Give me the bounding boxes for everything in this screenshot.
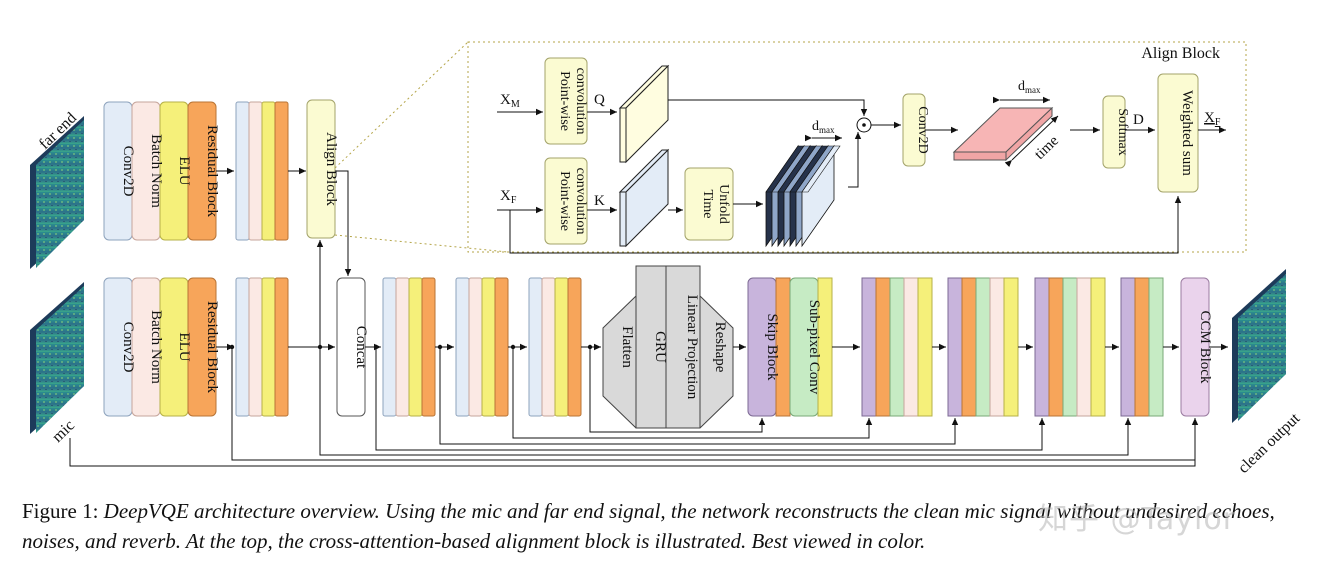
k-tensor	[618, 148, 670, 248]
elu-label: ELU	[176, 332, 192, 361]
d-label: D	[1133, 112, 1144, 128]
concat-label: Concat	[353, 326, 369, 369]
far-end-encoder-stack	[235, 101, 289, 241]
svg-text:Point-wise: Point-wise	[557, 71, 572, 131]
mic-encoder: Conv2D Batch Norm ELU Residual Block	[103, 277, 220, 417]
ccm-block-label: CCM Block	[1197, 311, 1213, 384]
reshape-label: Reshape	[712, 322, 728, 373]
align-block-detail-frame	[467, 41, 1247, 253]
caption-text: DeepVQE architecture overview. Using the…	[22, 499, 1275, 553]
k-label: K	[594, 193, 605, 209]
align-block-small-label: Align Block	[323, 132, 339, 206]
sub-pixel-conv-label: Sub-pixel Conv	[806, 300, 822, 395]
weighted-sum-block	[1157, 73, 1199, 193]
gru-label: GRU	[652, 331, 668, 363]
decoder-stack-5	[1120, 277, 1164, 417]
deepvqe-architecture-diagram: far end mic clean output Conv2D Batch No…	[30, 40, 1304, 477]
encoder-stack-2	[382, 277, 436, 417]
mic-label: mic	[49, 417, 78, 446]
xf-output-label: XF	[1204, 110, 1221, 128]
svg-text:convolution: convolution	[573, 68, 588, 135]
svg-text:Weighted sum: Weighted sum	[1179, 90, 1195, 176]
residual-block-label: Residual Block	[204, 125, 220, 218]
watermark: 知乎 @Taylor	[1038, 502, 1237, 537]
xf-label: XF	[500, 188, 517, 206]
far-end-spectrogram	[30, 116, 84, 269]
unfolded-k-stack	[765, 144, 841, 248]
elu-label: ELU	[176, 156, 192, 185]
pointwise-conv-k	[544, 157, 588, 245]
mic-encoder-stack	[235, 277, 289, 417]
residual-block-label: Residual Block	[204, 301, 220, 394]
conv2d-label: Conv2D	[120, 146, 136, 197]
batch-norm-label: Batch Norm	[148, 310, 164, 384]
figure-caption: Figure 1: DeepVQE architecture overview.…	[22, 496, 1312, 556]
encoder-stack-4	[528, 277, 582, 417]
svg-text:convolution: convolution	[573, 168, 588, 235]
svg-text:Conv2D: Conv2D	[915, 106, 930, 153]
dmax-label-1: dmax	[812, 119, 835, 135]
flatten-label: Flatten	[619, 326, 635, 368]
caption-label: Figure 1:	[22, 499, 99, 523]
decoder-block-1: Skip Block Sub-pixel Conv	[747, 277, 833, 417]
pointwise-conv-q	[544, 57, 588, 145]
svg-text:Unfold: Unfold	[716, 184, 731, 224]
clean-output-spectrogram	[1232, 269, 1286, 423]
svg-text:Softmax: Softmax	[1115, 108, 1130, 155]
svg-text:Time: Time	[700, 189, 715, 218]
decoder-stack-3	[947, 277, 1019, 417]
dmax-label-2: dmax	[1018, 79, 1041, 95]
encoder-stack-3	[455, 277, 509, 417]
skip-connections	[69, 347, 1199, 467]
linear-projection-label: Linear Projection	[684, 295, 700, 400]
softmax-block	[1102, 95, 1126, 169]
decoder-stack-4	[1034, 277, 1106, 417]
batch-norm-label: Batch Norm	[148, 134, 164, 208]
unfolded-slice-top	[801, 145, 841, 193]
align-block-title: Align Block	[1141, 45, 1220, 62]
align-block-small	[306, 99, 336, 239]
main-flow-arrows	[216, 170, 1228, 351]
clean-output-label: clean output	[1235, 410, 1304, 477]
far-end-encoder: Conv2D Batch Norm ELU Residual Block	[103, 101, 220, 241]
conv2d-label: Conv2D	[120, 322, 136, 373]
decoder-stack-2	[861, 277, 933, 417]
svg-text:Point-wise: Point-wise	[557, 171, 572, 231]
skip-block-label: Skip Block	[764, 313, 780, 381]
q-tensor	[618, 64, 670, 164]
q-label: Q	[594, 92, 605, 108]
xm-label: XM	[500, 92, 520, 110]
mic-spectrogram	[30, 282, 84, 434]
align-zoom-lines	[335, 40, 508, 252]
bottleneck: Flatten GRU Linear Projection Reshape	[602, 265, 734, 429]
